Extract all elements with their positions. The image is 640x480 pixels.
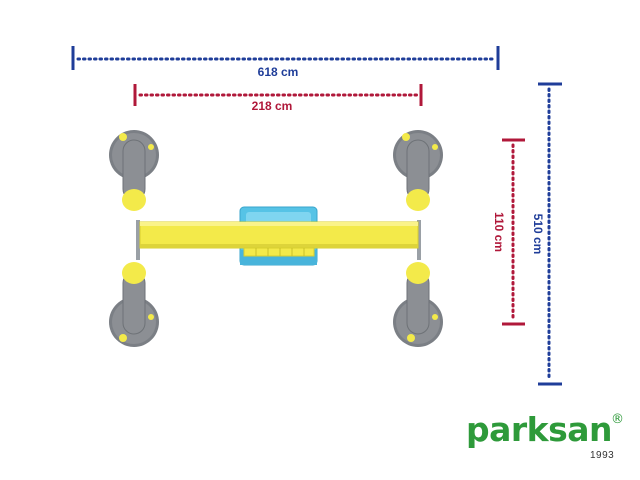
post-left-top [109,130,159,211]
post-right-top [393,130,443,211]
outer-depth-dimension: 510 cm [531,82,562,386]
outer-width-dimension: 618 cm [71,46,500,79]
brand-logo: parksan ® 1993 [466,410,636,470]
inner-depth-dimension: 110 cm [492,138,525,326]
seesaw-beam [139,221,419,257]
registered-mark: ® [611,412,624,427]
inner-depth-label: 110 cm [492,212,506,252]
inner-width-dimension: 218 cm [133,84,423,113]
left-pivot-bar [136,220,140,260]
post-left-bottom [109,262,159,347]
brand-year: 1993 [590,450,615,461]
outer-width-label: 618 cm [258,65,299,79]
seesaw-equipment [109,130,443,347]
brand-name: parksan [466,410,613,449]
post-right-bottom [393,262,443,347]
inner-width-label: 218 cm [252,99,293,113]
right-pivot-bar [417,220,421,260]
outer-depth-label: 510 cm [531,214,545,255]
